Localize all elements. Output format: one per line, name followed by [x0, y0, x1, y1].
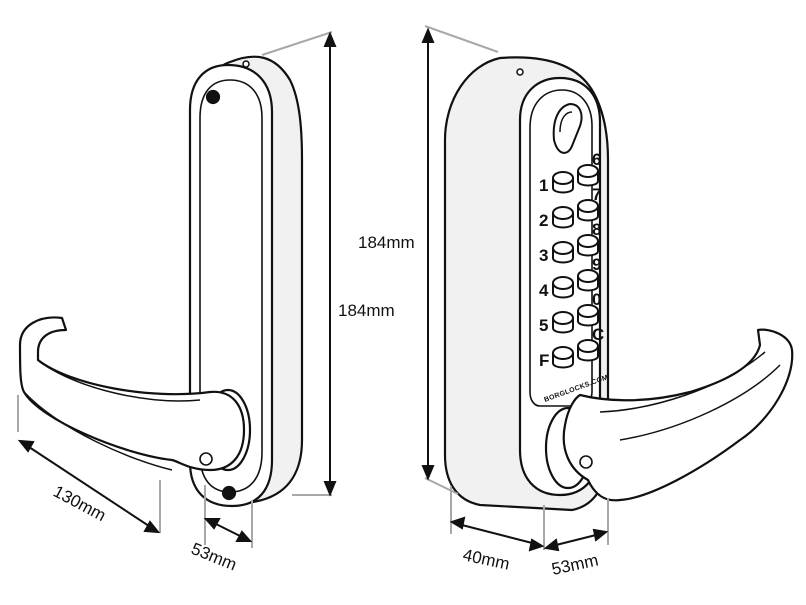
depth-arrow-left — [211, 521, 245, 539]
key-button-7[interactable] — [577, 199, 599, 222]
left-lever-edge — [23, 391, 173, 471]
key-button-F[interactable] — [552, 346, 574, 369]
left-lever-inner — [39, 361, 201, 402]
key-button-C[interactable] — [577, 339, 599, 362]
key-label-9: 9 — [592, 255, 601, 274]
width-arrow-right — [457, 523, 537, 545]
key-button-9[interactable] — [577, 269, 599, 292]
right-lever-edge — [619, 364, 781, 441]
key-label-6: 6 — [592, 150, 601, 169]
key-label-4: 4 — [539, 281, 549, 300]
key-label-0: 0 — [592, 290, 601, 309]
dim-left-height: 184mm — [338, 301, 395, 320]
key-label-3: 3 — [539, 246, 548, 265]
key-button-5[interactable] — [552, 311, 574, 334]
left-top-hole — [242, 60, 250, 68]
left-dimension-guides — [17, 31, 333, 548]
left-lever-grub-screw — [199, 452, 213, 466]
key-label-F: F — [539, 351, 549, 370]
key-label-5: 5 — [539, 316, 548, 335]
key-button-3[interactable] — [552, 241, 574, 264]
dim-right-height: 184mm — [358, 233, 415, 252]
keypad-buttons: 1 2 3 4 5F 6 7 8 9 0C — [539, 150, 604, 370]
dim-right-depth: 53mm — [550, 551, 600, 579]
right-dimension-guides — [424, 25, 609, 550]
key-button-8[interactable] — [577, 234, 599, 257]
key-loop-icon — [552, 103, 583, 154]
right-lever-inner — [599, 351, 766, 413]
left-lock — [18, 55, 304, 508]
right-lever-grub-screw — [579, 455, 593, 469]
dim-left-length: 130mm — [50, 482, 109, 525]
length-arrow-left — [25, 444, 153, 529]
left-screw-bottom — [221, 485, 237, 501]
left-screw-top — [205, 89, 221, 105]
dim-right-width: 40mm — [461, 545, 511, 573]
right-dimension-arrows — [421, 27, 609, 552]
left-dimension-arrows — [17, 31, 337, 542]
key-label-7: 7 — [592, 185, 601, 204]
dim-left-depth: 53mm — [189, 539, 240, 574]
depth-arrow-right — [551, 533, 601, 547]
right-lock — [443, 56, 794, 512]
key-label-C: C — [592, 325, 604, 344]
key-button-0[interactable] — [577, 304, 599, 327]
left-inner-panel — [199, 79, 263, 493]
key-button-4[interactable] — [552, 276, 574, 299]
key-label-2: 2 — [539, 211, 548, 230]
key-button-6[interactable] — [577, 164, 599, 187]
key-button-2[interactable] — [552, 206, 574, 229]
right-top-hole — [516, 68, 524, 76]
key-button-1[interactable] — [552, 171, 574, 194]
key-label-8: 8 — [592, 220, 601, 239]
key-label-1: 1 — [539, 176, 548, 195]
